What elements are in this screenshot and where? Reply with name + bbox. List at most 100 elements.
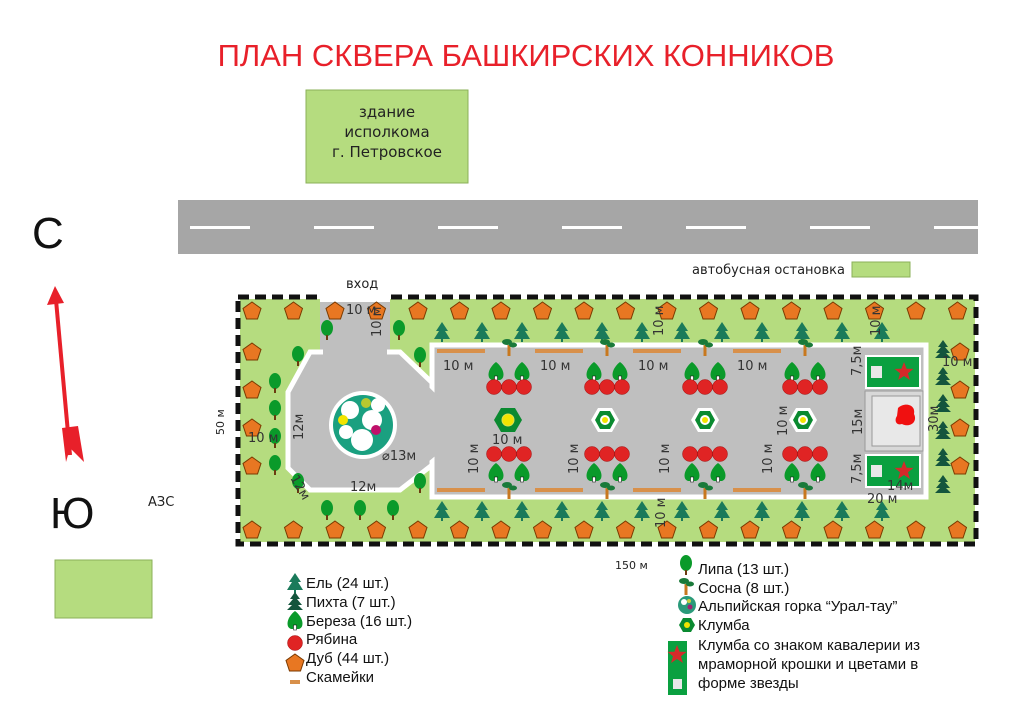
- rowan-icon: [812, 446, 828, 462]
- rowan-icon: [797, 379, 813, 395]
- pine-icon: [679, 578, 694, 595]
- spruce-icon: [287, 573, 303, 593]
- bench-icon: [437, 349, 485, 353]
- dimension-label: ⌀13м: [382, 449, 416, 464]
- executive-building: здание исполкома г. Петровское: [305, 89, 469, 184]
- width-dimension: 150 м: [615, 559, 648, 572]
- legend-left: Ель (24 шт.) Пихта (7 шт.) Береза (16 шт…: [285, 573, 412, 686]
- star-flowerbed-icon: [667, 641, 687, 695]
- bench-icon: [437, 488, 485, 492]
- bench-icon: [535, 349, 583, 353]
- rowan-icon: [584, 446, 600, 462]
- alpine-hill-icon: [329, 391, 397, 459]
- legend-right: Липа (13 шт.) Сосна (8 шт.) Альпийская г…: [667, 555, 920, 695]
- dimension-label: 7,5м: [850, 346, 865, 376]
- legend-label: Береза (16 шт.): [306, 613, 412, 630]
- rowan-icon: [614, 446, 630, 462]
- bench-icon: [633, 488, 681, 492]
- fir-icon: [287, 592, 303, 610]
- bench-icon: [733, 349, 781, 353]
- bus-stop-area: [851, 261, 911, 278]
- linden-icon: [680, 555, 692, 575]
- alpine-hill-icon: [678, 596, 696, 614]
- dimension-label: 10 м: [869, 306, 884, 336]
- road-marking: [438, 226, 498, 229]
- legend-label: Альпийская горка “Урал-тау”: [698, 598, 897, 615]
- legend-label: Клумба: [698, 617, 750, 634]
- bench-icon: [733, 488, 781, 492]
- height-dimension: 50 м: [214, 409, 227, 435]
- rowan-icon: [501, 446, 517, 462]
- rowan-icon: [614, 379, 630, 395]
- road-marking: [810, 226, 870, 229]
- north-arrow-icon: [47, 286, 84, 462]
- bus-stop-label: автобусная остановка: [692, 263, 845, 278]
- dimension-label: 12м: [292, 414, 307, 440]
- legend-label: Скамейки: [306, 669, 374, 686]
- rowan-icon: [697, 446, 713, 462]
- road-marking: [934, 226, 994, 229]
- birch-icon: [287, 610, 303, 631]
- dimension-label: 20 м: [867, 492, 897, 507]
- legend-label: Липа (13 шт.): [698, 561, 789, 578]
- dimension-label: 10 м: [248, 431, 278, 446]
- gas-station-label: АЗС: [148, 495, 174, 510]
- rowan-icon: [812, 379, 828, 395]
- rowan-icon: [516, 379, 532, 395]
- rowan-icon: [682, 446, 698, 462]
- dimension-label: 14м: [887, 479, 913, 494]
- bench-icon: [535, 488, 583, 492]
- dimension-label: 10 м: [370, 307, 385, 337]
- page-title: ПЛАН СКВЕРА БАШКИРСКИХ КОННИКОВ: [218, 38, 835, 73]
- bench-icon: [290, 680, 300, 684]
- rowan-icon: [782, 446, 798, 462]
- star-flowerbed: [865, 355, 921, 389]
- road-marking: [190, 226, 250, 229]
- rowan-icon: [599, 379, 615, 395]
- rowan-icon: [712, 446, 728, 462]
- road-marking: [314, 226, 374, 229]
- dimension-label: 10 м: [776, 406, 791, 436]
- oak-icon: [285, 653, 305, 672]
- rowan-icon: [486, 446, 502, 462]
- monument: [864, 390, 924, 452]
- building-line-3: г. Петровское: [332, 143, 442, 161]
- rowan-icon: [486, 379, 502, 395]
- star-flowerbed: [865, 454, 921, 488]
- dimension-label: 10 м: [467, 444, 482, 474]
- road: [178, 200, 994, 254]
- dimension-label: 10 м: [540, 359, 570, 374]
- rowan-icon: [782, 379, 798, 395]
- legend-label: Клумба со знаком кавалерии из: [698, 637, 920, 654]
- bench-icon: [633, 349, 681, 353]
- flowerbed-icon: [679, 618, 695, 632]
- dimension-label: 10 м: [567, 444, 582, 474]
- rowan-icon: [516, 446, 532, 462]
- dimension-label: 10 м: [942, 355, 972, 370]
- legend-label: Пихта (7 шт.): [306, 594, 396, 611]
- legend-label: Ель (24 шт.): [306, 575, 389, 592]
- dimension-label: 7,5м: [850, 454, 865, 484]
- dimension-label: 30м: [927, 406, 942, 432]
- compass-south: Ю: [50, 489, 94, 538]
- road-marking: [562, 226, 622, 229]
- road-marking: [686, 226, 746, 229]
- dimension-label: 10 м: [443, 359, 473, 374]
- rowan-icon: [287, 635, 303, 651]
- legend-label: мраморной крошки и цветами в: [698, 656, 918, 673]
- legend-label: форме звезды: [698, 675, 799, 692]
- gas-station-area: [54, 559, 153, 619]
- rowan-icon: [697, 379, 713, 395]
- dimension-label: 10 м: [346, 303, 376, 318]
- dimension-label: 10 м: [652, 306, 667, 336]
- dimension-label: 15м: [851, 409, 866, 435]
- rowan-icon: [712, 379, 728, 395]
- dimension-label: 10 м: [761, 444, 776, 474]
- legend-label: Сосна (8 шт.): [698, 580, 789, 597]
- legend-label: Дуб (44 шт.): [306, 650, 389, 667]
- dimension-label: 10 м: [492, 433, 522, 448]
- dimension-label: 12м: [350, 480, 376, 495]
- building-line-1: здание: [359, 103, 415, 121]
- building-line-2: исполкома: [344, 123, 429, 141]
